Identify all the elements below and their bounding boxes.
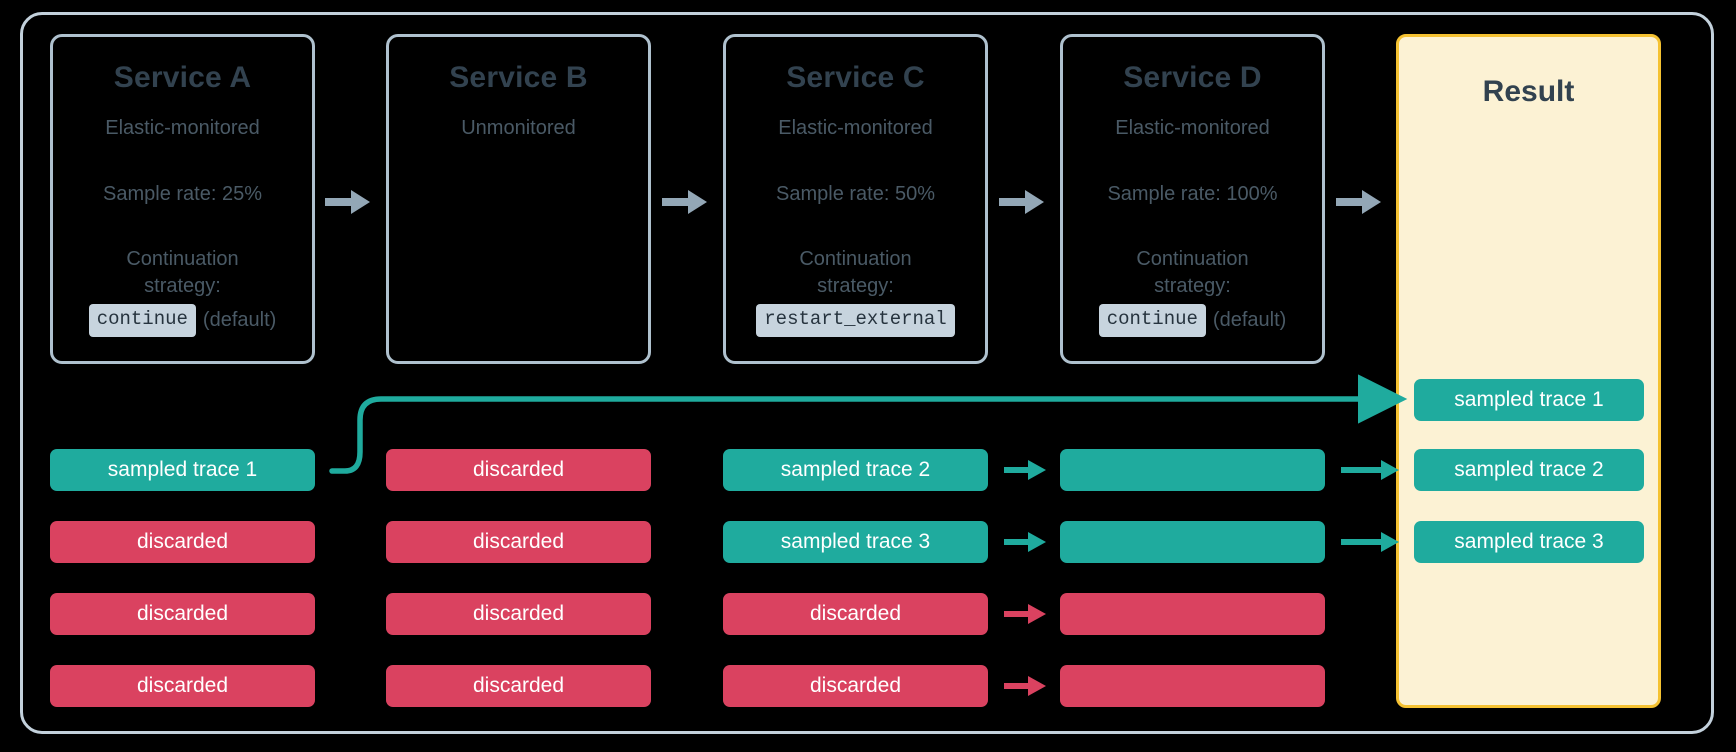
row-arrow-c2-to-d2-icon <box>1004 531 1046 558</box>
result-trace-box-2[interactable]: sampled trace 2 <box>1414 449 1644 491</box>
trace-box-b-3-label: discarded <box>472 602 565 625</box>
service-c-title: Service C <box>786 61 925 94</box>
service-a-continuation-line2: strategy: <box>144 275 221 297</box>
trace-box-a-4[interactable]: discarded <box>50 665 315 707</box>
trace-box-c-2[interactable]: sampled trace 3 <box>723 521 988 563</box>
trace-box-b-1[interactable]: discarded <box>386 449 651 491</box>
service-c-continuation-value-row: restart_external <box>726 304 985 337</box>
arrow-d-to-result-icon <box>1336 189 1382 220</box>
service-card-b[interactable]: Service B Unmonitored <box>386 34 651 364</box>
service-a-sample-rate: Sample rate: 25% <box>103 183 262 205</box>
result-trace-box-3-label: sampled trace 3 <box>1454 530 1604 553</box>
trace-box-c-4[interactable]: discarded <box>723 665 988 707</box>
trace-box-d-1[interactable] <box>1060 449 1325 491</box>
service-a-monitoring: Elastic-monitored <box>105 117 260 139</box>
trace-box-a-4-label: discarded <box>136 674 229 697</box>
trace-box-c-1[interactable]: sampled trace 2 <box>723 449 988 491</box>
trace-box-b-4[interactable]: discarded <box>386 665 651 707</box>
trace-box-a-2-label: discarded <box>136 530 229 553</box>
service-c-continuation-badge: restart_external <box>756 304 955 337</box>
service-d-continuation-note: (default) <box>1212 308 1287 331</box>
service-c-continuation: Continuation strategy: restart_external <box>726 246 985 337</box>
arrow-b-to-c-icon <box>662 189 708 220</box>
service-a-continuation-value-row: continue (default) <box>53 304 312 337</box>
service-card-d[interactable]: Service D Elastic-monitored Sample rate:… <box>1060 34 1325 364</box>
service-d-continuation-line2: strategy: <box>1154 275 1231 297</box>
trace-box-c-4-label: discarded <box>809 674 902 697</box>
trace-box-c-2-label: sampled trace 3 <box>780 530 931 553</box>
row-arrow-c1-to-d1-icon <box>1004 459 1046 486</box>
trace-box-b-2[interactable]: discarded <box>386 521 651 563</box>
result-trace-box-3[interactable]: sampled trace 3 <box>1414 521 1644 563</box>
service-card-a[interactable]: Service A Elastic-monitored Sample rate:… <box>50 34 315 364</box>
service-a-continuation: Continuation strategy: continue (default… <box>53 246 312 337</box>
service-c-sample-rate: Sample rate: 50% <box>776 183 935 205</box>
service-d-title: Service D <box>1123 61 1262 94</box>
row-arrow-d2-to-result3-icon <box>1341 531 1399 558</box>
trace-box-a-3-label: discarded <box>136 602 229 625</box>
service-d-continuation-value-row: continue (default) <box>1063 304 1322 337</box>
service-a-title: Service A <box>113 61 252 94</box>
service-cards-row: Service A Elastic-monitored Sample rate:… <box>0 0 1736 370</box>
trace-box-d-4[interactable] <box>1060 665 1325 707</box>
service-c-monitoring: Elastic-monitored <box>778 117 933 139</box>
trace-box-c-3-label: discarded <box>809 602 902 625</box>
trace-box-d-3[interactable] <box>1060 593 1325 635</box>
trace-box-a-3[interactable]: discarded <box>50 593 315 635</box>
result-panel[interactable]: Result <box>1396 34 1661 708</box>
service-d-continuation: Continuation strategy: continue (default… <box>1063 246 1322 337</box>
trace-box-a-1[interactable]: sampled trace 1 <box>50 449 315 491</box>
service-b-title: Service B <box>449 61 588 94</box>
service-c-continuation-line2: strategy: <box>817 275 894 297</box>
trace-box-a-1-label: sampled trace 1 <box>107 458 258 481</box>
service-c-continuation-line1: Continuation <box>799 248 912 270</box>
result-trace-box-1[interactable]: sampled trace 1 <box>1414 379 1644 421</box>
arrow-c-to-d-icon <box>999 189 1045 220</box>
result-trace-box-1-label: sampled trace 1 <box>1454 388 1604 411</box>
service-d-continuation-badge: continue <box>1098 304 1206 337</box>
service-d-continuation-line1: Continuation <box>1136 248 1249 270</box>
service-a-continuation-line1: Continuation <box>126 248 239 270</box>
service-card-c[interactable]: Service C Elastic-monitored Sample rate:… <box>723 34 988 364</box>
arrow-a-to-b-icon <box>325 189 371 220</box>
trace-box-c-3[interactable]: discarded <box>723 593 988 635</box>
trace-box-a-2[interactable]: discarded <box>50 521 315 563</box>
service-a-continuation-note: (default) <box>202 308 277 331</box>
service-d-sample-rate: Sample rate: 100% <box>1107 183 1278 205</box>
row-arrow-d1-to-result2-icon <box>1341 459 1399 486</box>
trace-box-b-1-label: discarded <box>472 458 565 481</box>
row-arrow-c3-to-d3-icon <box>1004 603 1046 630</box>
trace-box-b-4-label: discarded <box>472 674 565 697</box>
service-b-monitoring: Unmonitored <box>461 117 576 139</box>
trace-box-b-3[interactable]: discarded <box>386 593 651 635</box>
service-a-continuation-badge: continue <box>88 304 196 337</box>
row-arrow-c4-to-d4-icon <box>1004 675 1046 702</box>
result-trace-box-2-label: sampled trace 2 <box>1454 458 1604 481</box>
trace-box-b-2-label: discarded <box>472 530 565 553</box>
service-d-monitoring: Elastic-monitored <box>1115 117 1270 139</box>
result-title: Result <box>1482 75 1575 108</box>
trace-box-d-2[interactable] <box>1060 521 1325 563</box>
trace-box-c-1-label: sampled trace 2 <box>780 458 931 481</box>
